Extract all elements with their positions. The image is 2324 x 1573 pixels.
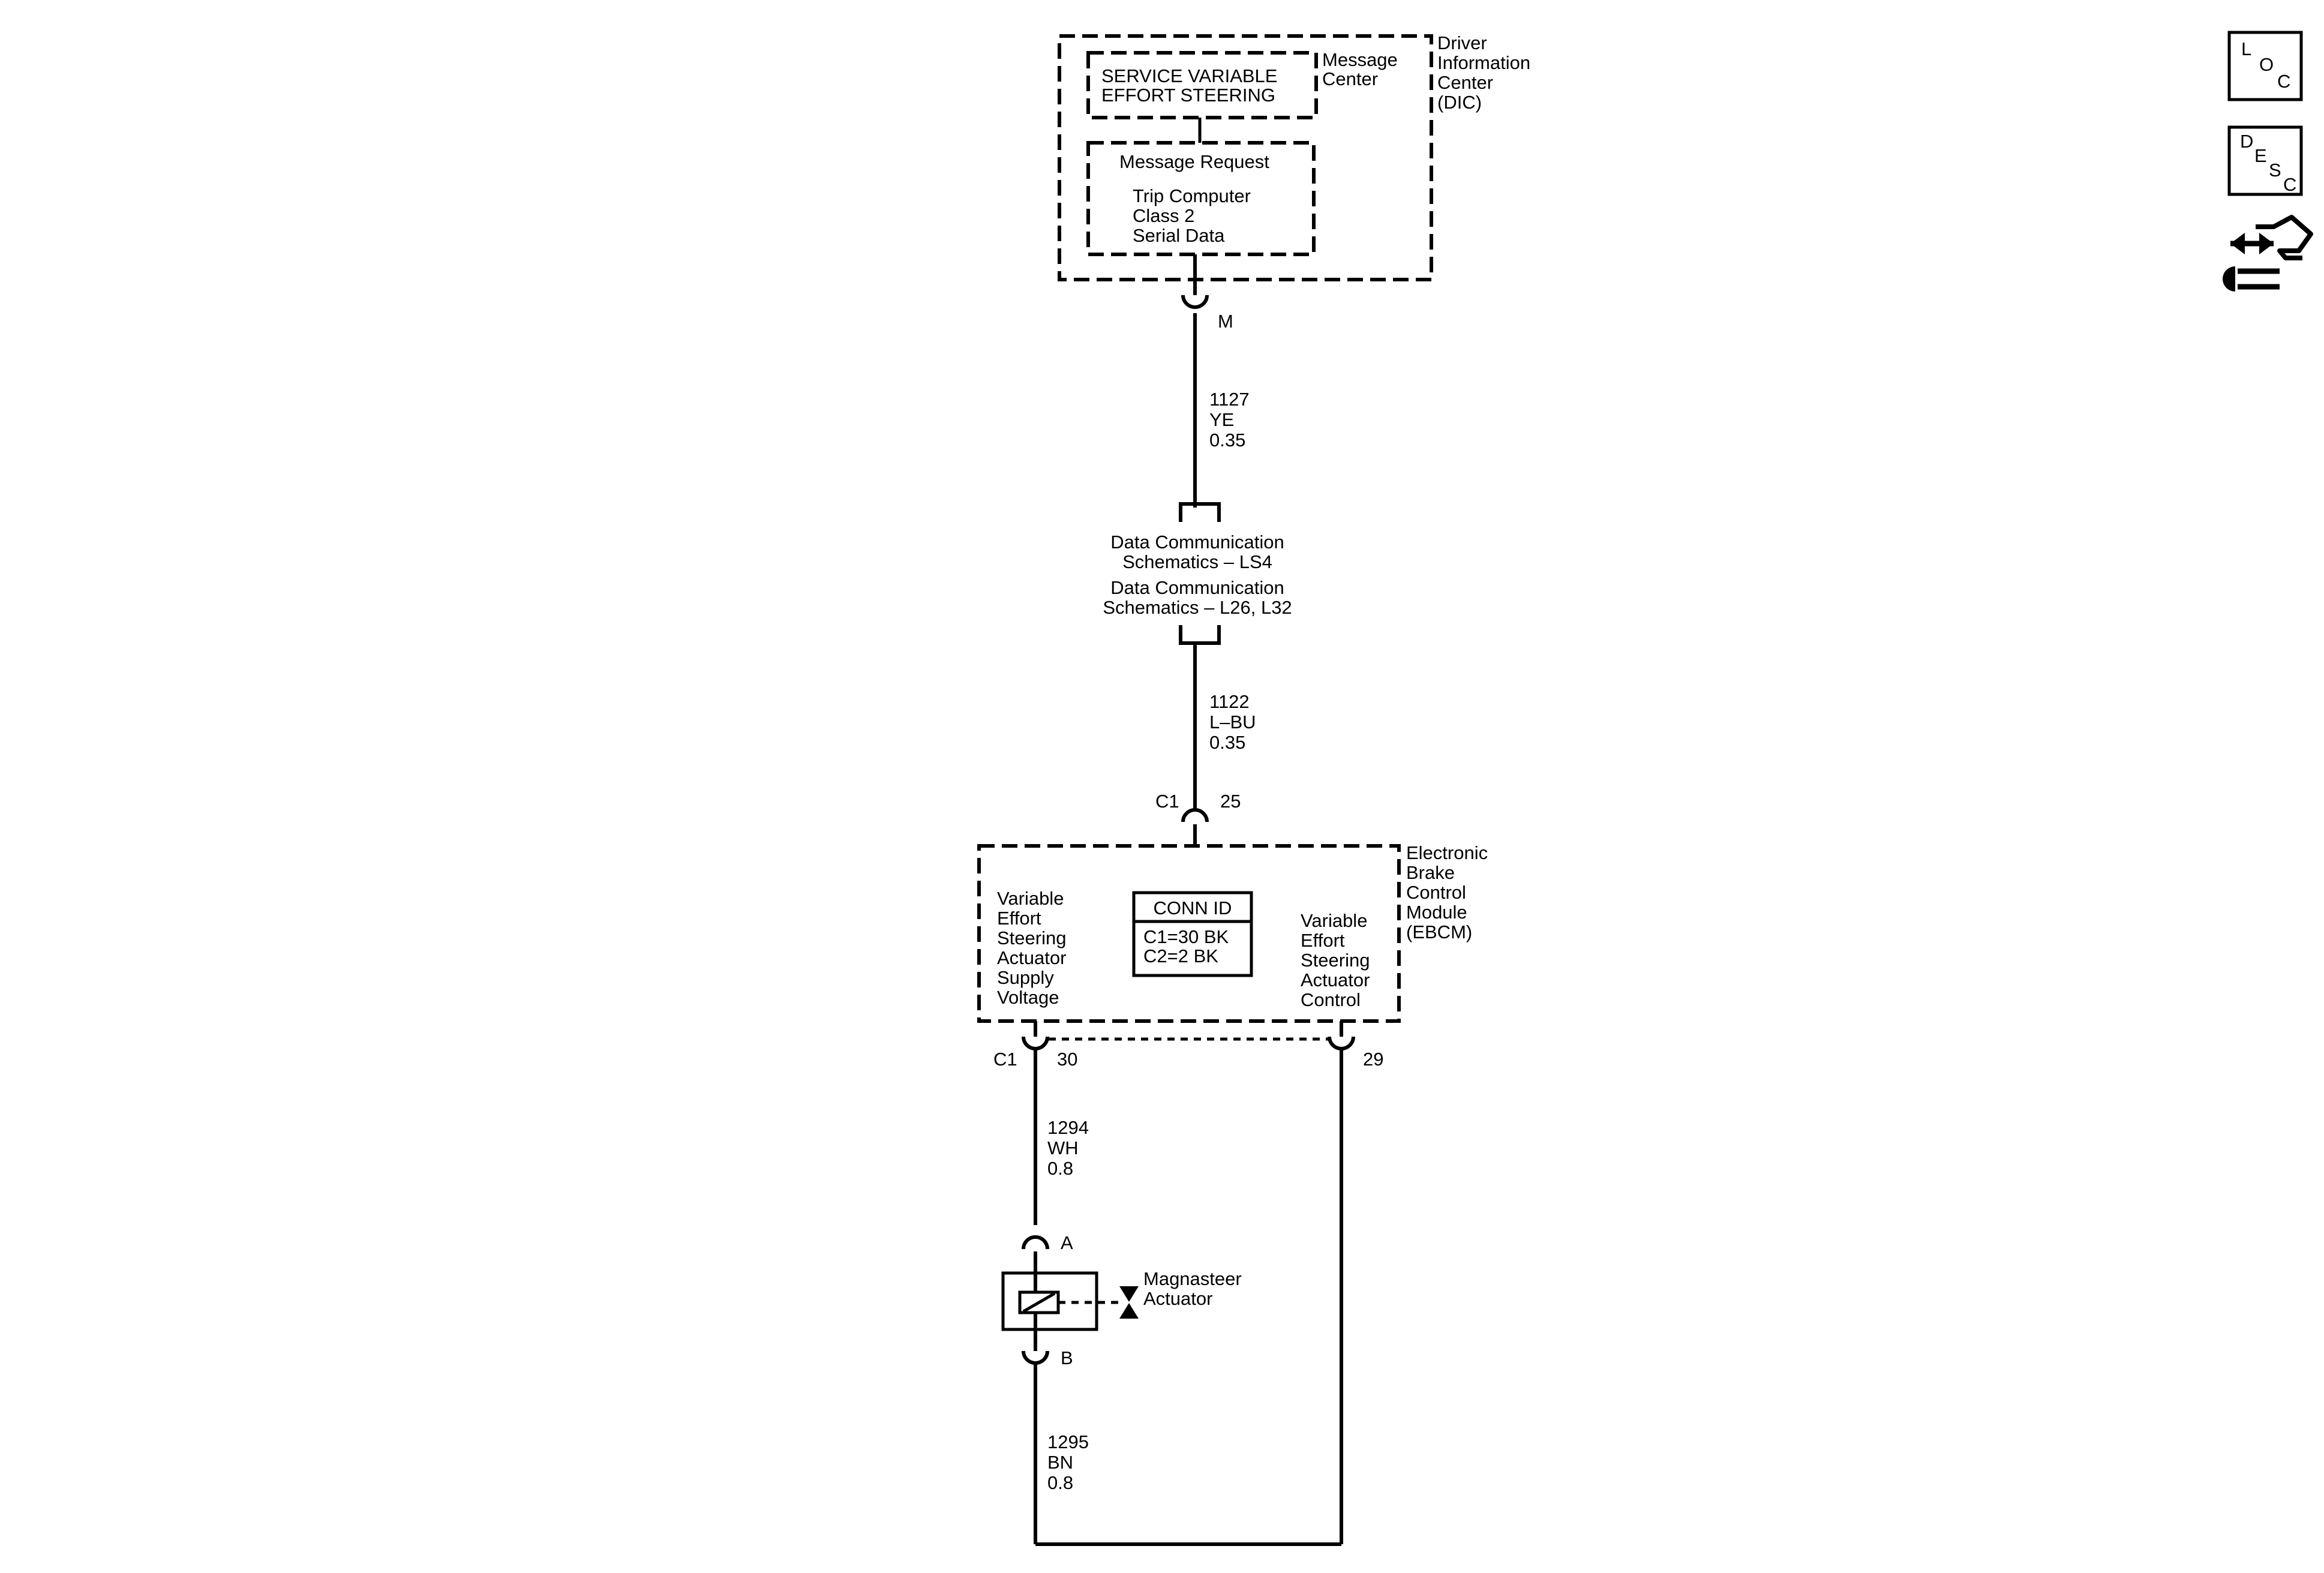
connector-m-pin: M xyxy=(1218,311,1233,332)
reference-bracket-top xyxy=(1179,502,1221,522)
desc-icon[interactable] xyxy=(2227,125,2303,196)
ebcm-connector-c1-25: C1 25 xyxy=(1155,791,1241,846)
wire-1127: 1127 YE 0.35 xyxy=(1193,313,1250,508)
service-message-line-2: EFFORT STEERING xyxy=(1101,85,1275,106)
actuator-pin-a-symbol xyxy=(1022,1235,1049,1250)
supply-label-2: Effort xyxy=(997,908,1041,929)
actuator-pin-b-symbol xyxy=(1022,1350,1049,1365)
wire-1295-gauge: 0.8 xyxy=(1047,1472,1073,1493)
control-label-1: Variable xyxy=(1301,910,1367,931)
actuator-label-2: Actuator xyxy=(1143,1288,1212,1309)
desc-button[interactable]: D E S C xyxy=(2227,125,2303,196)
connector-c1-30-symbol xyxy=(1022,1036,1049,1050)
desc-letter-c: C xyxy=(2283,174,2296,195)
connector-c1-29-symbol xyxy=(1328,1036,1355,1050)
data-comm-ref1-line-1: Data Communication xyxy=(1110,532,1284,553)
ebcm-outline xyxy=(977,844,1401,1023)
ebcm-module: Electronic Brake Control Module (EBCM) C… xyxy=(977,842,1488,1023)
message-request-box xyxy=(1086,141,1316,256)
ebcm-top-connector-id: C1 xyxy=(1155,791,1179,812)
loc-letter-c: C xyxy=(2277,71,2290,92)
request-source-line-2: Class 2 xyxy=(1133,205,1194,226)
conn-id-box: CONN ID C1=30 BK C2=2 BK xyxy=(1132,891,1253,977)
dic-outline xyxy=(1058,34,1433,281)
loc-letter-l: L xyxy=(2241,38,2251,59)
ebcm-label-3: Control xyxy=(1406,882,1466,903)
conn-id-line-1: C1=30 BK xyxy=(1143,926,1229,947)
magnasteer-actuator: A Magnasteer Actuator B xyxy=(1001,1232,1242,1368)
wire-1127-gauge: 0.35 xyxy=(1209,430,1245,451)
ebcm-label-2: Brake xyxy=(1406,862,1455,883)
control-label-3: Steering xyxy=(1301,950,1370,971)
wire-1127-color: YE xyxy=(1209,409,1234,430)
dic-label-4: (DIC) xyxy=(1437,92,1482,113)
loc-button[interactable]: L O C xyxy=(2227,31,2303,101)
loc-letter-o: O xyxy=(2259,54,2274,75)
connector-m-symbol xyxy=(1181,295,1209,309)
control-label-2: Effort xyxy=(1301,930,1345,951)
control-label-5: Control xyxy=(1301,989,1361,1010)
wire-1294: 1294 WH 0.8 xyxy=(1034,1050,1089,1225)
wire-1294-circuit: 1294 xyxy=(1047,1117,1089,1138)
ebcm-label-5: (EBCM) xyxy=(1406,921,1472,942)
wire-1295-circuit: 1295 xyxy=(1047,1431,1089,1452)
wire-1295-color: BN xyxy=(1047,1452,1073,1473)
message-center-label-2: Center xyxy=(1322,68,1378,89)
wire-1122-circuit: 1122 xyxy=(1209,691,1250,712)
ebcm-pin-30: 30 xyxy=(1057,1049,1077,1070)
reference-bracket-bottom xyxy=(1179,625,1221,645)
dic-label-2: Information xyxy=(1437,52,1530,73)
supply-label-5: Supply xyxy=(997,967,1054,988)
supply-label-3: Steering xyxy=(997,927,1066,948)
message-center-label-1: Message xyxy=(1322,49,1398,70)
actuator-pin-b: B xyxy=(1061,1347,1073,1368)
wire-1122-color: L–BU xyxy=(1209,712,1256,733)
wire-1127-circuit: 1127 xyxy=(1209,389,1250,410)
loc-icon[interactable] xyxy=(2227,31,2303,101)
conn-id-outline xyxy=(1132,891,1253,977)
ebcm-bottom-connectors: C1 30 29 xyxy=(993,1021,1383,1070)
dic-module: SERVICE VARIABLE EFFORT STEERING Message… xyxy=(1058,32,1530,281)
wire-1294-gauge: 0.8 xyxy=(1047,1158,1073,1179)
desc-letter-d: D xyxy=(2240,131,2253,152)
actuator-label-1: Magnasteer xyxy=(1143,1268,1242,1289)
actuator-valve-icon xyxy=(1119,1286,1139,1319)
data-comm-ref2-line-1: Data Communication xyxy=(1110,577,1284,598)
ebcm-label-4: Module xyxy=(1406,902,1467,923)
desc-letter-s: S xyxy=(2269,160,2281,181)
wire-1122: 1122 L–BU 0.35 xyxy=(1193,643,1256,810)
conn-id-title: CONN ID xyxy=(1154,897,1232,918)
control-label-4: Actuator xyxy=(1301,969,1370,990)
supply-label-4: Actuator xyxy=(997,947,1066,968)
dic-label-3: Center xyxy=(1437,72,1493,93)
data-comm-ref2-line-2: Schematics – L26, L32 xyxy=(1103,597,1292,618)
connector-m: M xyxy=(1181,254,1233,332)
data-communication-reference: Data Communication Schematics – LS4 Data… xyxy=(1103,502,1292,645)
actuator-pin-a: A xyxy=(1061,1232,1073,1253)
ebcm-label-1: Electronic xyxy=(1406,842,1488,863)
supply-label-6: Voltage xyxy=(997,987,1059,1008)
service-message-box xyxy=(1086,51,1318,119)
data-comm-ref1-line-2: Schematics – LS4 xyxy=(1122,551,1272,572)
message-request-label: Message Request xyxy=(1119,151,1269,172)
desc-letter-e: E xyxy=(2254,145,2267,166)
wire-1295: 1295 BN 0.8 xyxy=(1034,1050,1343,1546)
dic-label-1: Driver xyxy=(1437,32,1487,53)
request-source-line-1: Trip Computer xyxy=(1133,185,1251,206)
ebcm-bottom-connector-id: C1 xyxy=(993,1049,1017,1070)
wire-1122-gauge: 0.35 xyxy=(1209,732,1245,753)
wire-1294-color: WH xyxy=(1047,1137,1079,1158)
ebcm-top-connector-pin: 25 xyxy=(1220,791,1241,812)
supply-label-1: Variable xyxy=(997,888,1064,909)
request-source-line-3: Serial Data xyxy=(1133,225,1225,246)
conn-id-line-2: C2=2 BK xyxy=(1143,945,1218,966)
ebcm-pin-29: 29 xyxy=(1363,1049,1383,1070)
connector-c1-25-symbol xyxy=(1181,808,1209,822)
service-message-line-1: SERVICE VARIABLE xyxy=(1101,65,1277,86)
repair-arrows-icon[interactable] xyxy=(2223,215,2313,292)
